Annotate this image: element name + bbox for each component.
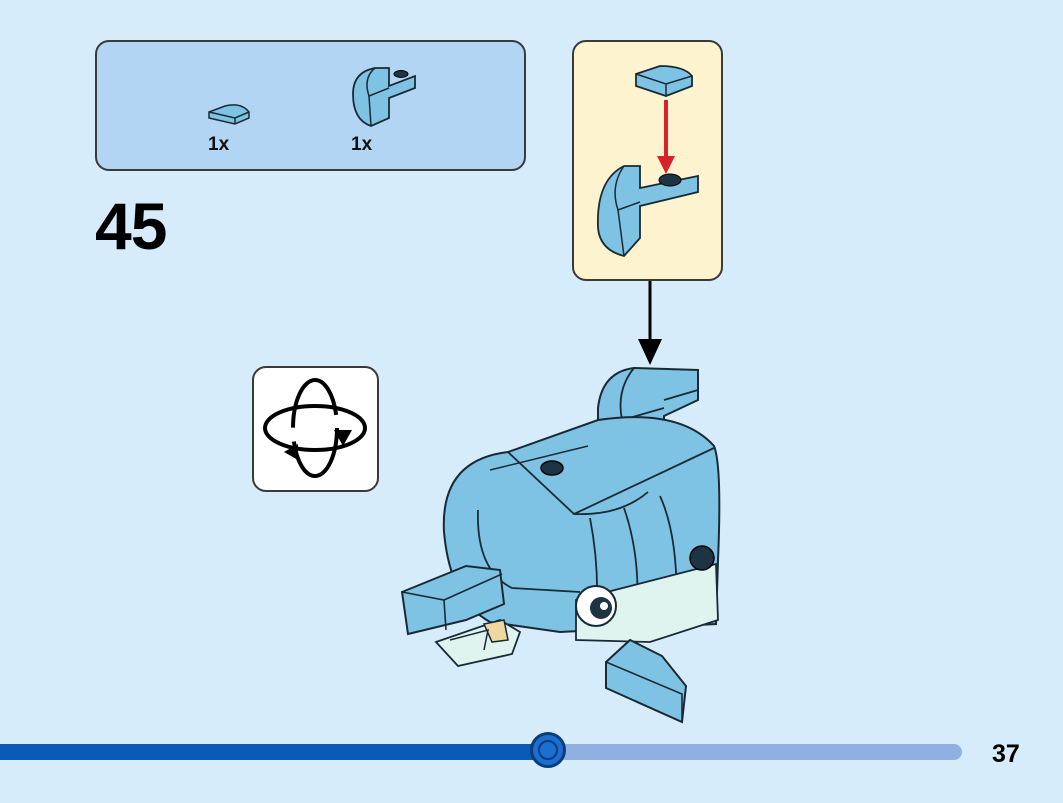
part-qty: 1x [208,134,230,155]
curved-slope-brick-icon [349,64,421,130]
part-qty: 1x [351,134,373,155]
rotate-model-icon [263,378,367,478]
dolphin-model [380,270,740,735]
callout-assembly-icon [597,65,699,258]
rotate-model-box [252,366,379,492]
progress-bar [0,732,962,768]
parts-list-box: 1x 1x [95,40,526,171]
quarter-round-tile-icon [205,100,253,128]
connector-arrow-icon [638,281,662,365]
progress-knob [530,732,567,768]
page-number: 37 [992,740,1020,768]
step-number: 45 [95,189,167,263]
progress-fill [0,744,549,760]
callout-box [572,40,723,281]
